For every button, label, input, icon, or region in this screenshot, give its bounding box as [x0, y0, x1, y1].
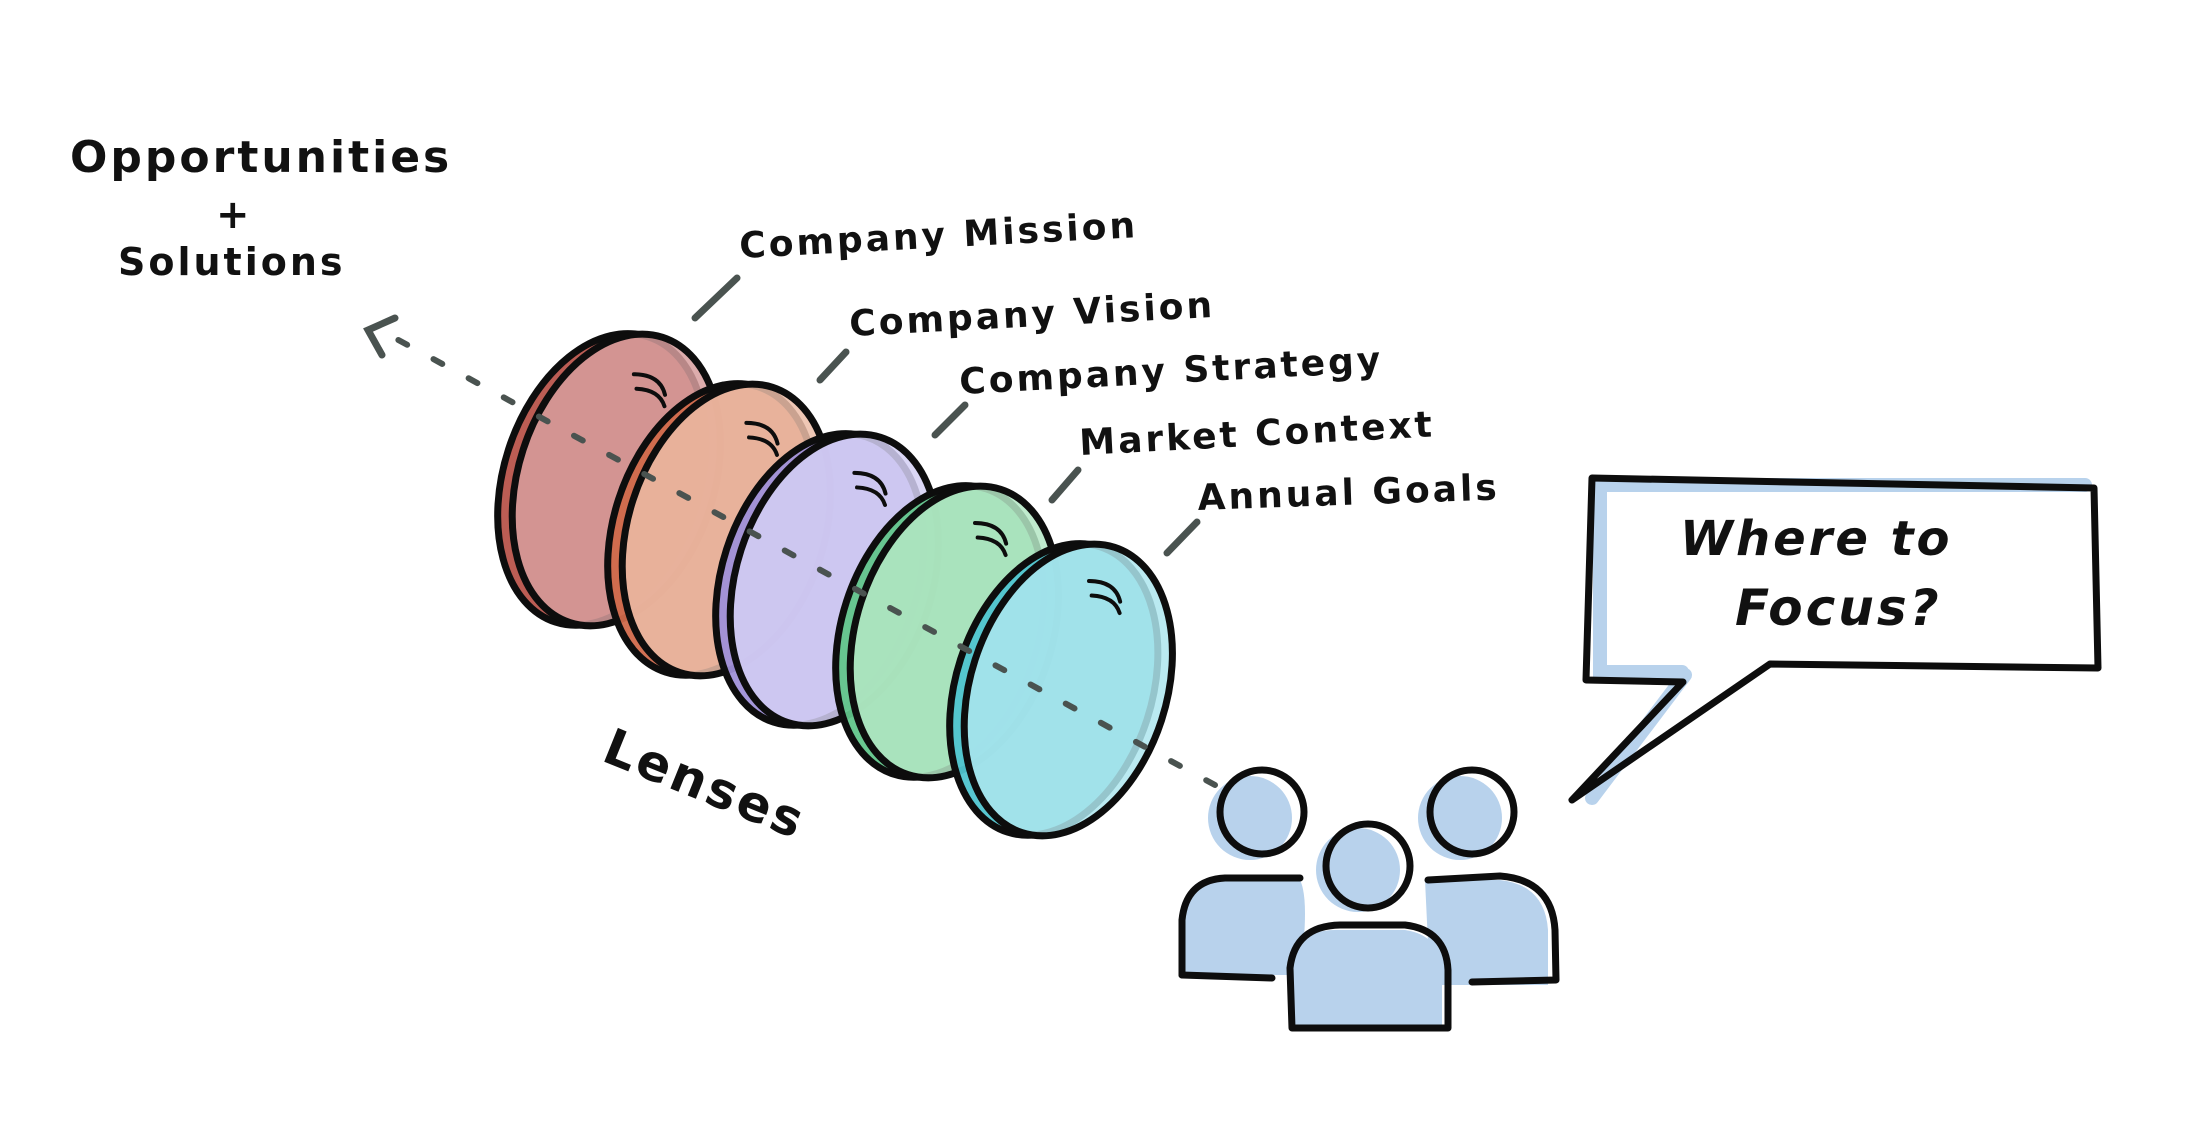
speech-bubble-icon: Where to Focus?: [1568, 474, 2102, 805]
lens-label-company-strategy: Company Strategy: [958, 340, 1384, 403]
person-right-body: [1424, 872, 1560, 986]
sight-line: [377, 327, 1218, 788]
people-group-icon: [1178, 766, 1560, 1032]
speech-text-line2: Focus?: [1735, 579, 1942, 637]
opportunities-solutions-label: Opportunities + Solutions: [70, 132, 452, 284]
lens-annual-goals: [946, 540, 1176, 840]
arrow-head-icon: [363, 314, 399, 359]
lens-label-company-mission: Company Mission: [738, 205, 1139, 267]
lens-label-annual-goals: Annual Goals: [1197, 467, 1501, 519]
solutions-text: Solutions: [118, 240, 346, 284]
lenses-caption: Lenses: [596, 717, 815, 850]
lens-label-company-vision: Company Vision: [848, 285, 1216, 345]
lens-label-market-context: Market Context: [1078, 404, 1436, 464]
person-center-head: [1322, 820, 1414, 912]
plus-text: +: [216, 192, 253, 238]
speech-text-line1: Where to: [1680, 511, 1953, 567]
person-right-head: [1426, 766, 1518, 858]
person-left-head: [1216, 766, 1308, 858]
lens-leaders: [691, 274, 1201, 557]
person-center-body: [1286, 921, 1452, 1032]
lens-stack: [494, 330, 1176, 840]
person-left-body: [1178, 874, 1304, 979]
opportunities-text: Opportunities: [70, 132, 452, 183]
